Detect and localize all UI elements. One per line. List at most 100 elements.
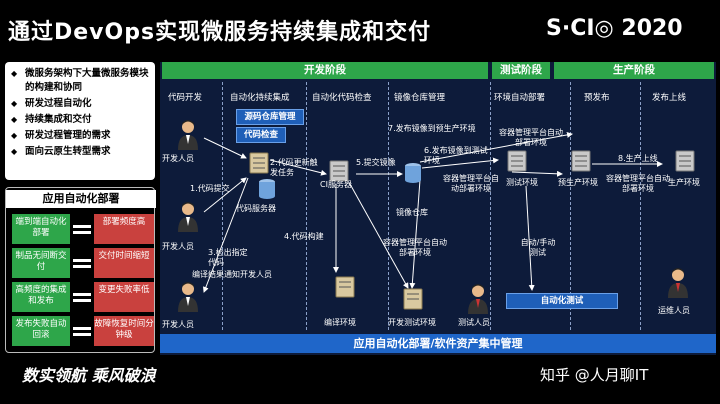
developer-icon [178, 202, 198, 232]
page-title: 通过DevOps实现微服务持续集成和交付 [8, 20, 432, 45]
result-box: 变更失败率低 [94, 282, 154, 312]
prod-env-icon [675, 150, 695, 172]
step-label: 2.代码更新触发任务 [270, 158, 318, 177]
auto-test-tag: 自动化测试 [506, 293, 618, 309]
code-server-label: 代码服务器 [236, 204, 276, 213]
ci-server-icon [329, 160, 349, 182]
devops-flow-diagram: 开发阶段 测试阶段 生产阶段 代码开发 自动化持续集成 自动化代码检查 镜像仓库… [160, 62, 716, 355]
step-label: 8.生产上线 [618, 154, 658, 163]
flow-arrows [203, 131, 663, 293]
diamond-icon: ◆ [11, 115, 18, 124]
ops-icon [668, 268, 688, 298]
ci-server-label: CI服务器 [320, 180, 352, 189]
developer-label: 开发人员 [162, 320, 194, 329]
bullet-item: ◆面向云原生转型需求 [11, 146, 111, 157]
step-label: 编译结果通知开发人员 [192, 270, 272, 279]
benefit-row: 端到端自动化部署 部署频度高 [12, 214, 154, 244]
bullet-item: ◆研发过程管理的需求 [11, 130, 111, 141]
divider [388, 82, 389, 330]
requirements-panel: ◆微服务架构下大量微服务模块的构建和协同 ◆研发过程自动化 ◆持续集成和交付 ◆… [5, 62, 155, 180]
source-watermark: 知乎 @人月聊IT [540, 366, 649, 384]
divider [640, 82, 641, 330]
ops-label: 运维人员 [658, 306, 690, 315]
diamond-icon: ◆ [11, 147, 18, 156]
column-label: 环境自动部署 [494, 93, 546, 103]
bullet-item: ◆微服务架构下大量微服务模块的构建和协同 [11, 68, 149, 93]
asset-management-bar: 应用自动化部署/软件资产集中管理 [160, 334, 716, 353]
test-env-icon [507, 150, 527, 172]
equals-icon [73, 333, 91, 336]
column-label: 发布上线 [652, 93, 687, 103]
divider [222, 82, 223, 330]
source-repo-tag: 源码仓库管理 [236, 109, 304, 125]
step-label: 3.检出指定代码 [208, 248, 248, 267]
divider [490, 82, 491, 330]
tester-label: 测试人员 [458, 318, 490, 327]
pre-env-label: 预生产环境 [558, 178, 598, 187]
benefit-row: 高频度的集成和发布 变更失败率低 [12, 282, 154, 312]
platform-label: 容器管理平台自动部署环境 [606, 174, 670, 193]
benefit-row: 发布失败自动回滚 故障恢复时间分钟级 [12, 316, 154, 346]
bullet-item: ◆持续集成和交付 [11, 114, 92, 125]
divider [306, 82, 307, 330]
slogan: 数实领航 乘风破浪 [22, 366, 156, 385]
tester-icon [468, 284, 488, 314]
auto-deploy-title: 应用自动化部署 [6, 190, 156, 208]
equals-icon [73, 231, 91, 234]
column-label: 自动化持续集成 [230, 93, 290, 103]
database-icon [259, 179, 275, 199]
step-label: 4.代码构建 [284, 232, 324, 241]
compile-env-label: 编译环境 [324, 318, 356, 327]
test-env-label: 测试环境 [506, 178, 538, 187]
developer-label: 开发人员 [162, 154, 194, 163]
result-box: 故障恢复时间分钟级 [94, 316, 154, 346]
platform-label: 容器管理平台自动部署环境 [443, 174, 499, 193]
dev-test-env-label: 开发测试环境 [388, 318, 436, 327]
column-label: 预发布 [584, 93, 610, 103]
phase-test: 测试阶段 [492, 62, 550, 79]
mirror-repo-icon [405, 163, 421, 183]
capability-box: 高频度的集成和发布 [12, 282, 70, 312]
mirror-repo-label: 镜像仓库 [396, 208, 428, 217]
header: 通过DevOps实现微服务持续集成和交付 S·CI◎ 2020 [0, 0, 720, 58]
dev-test-env-icon [403, 288, 423, 310]
step-label: 7.发布镜像到预生产环境 [388, 124, 476, 133]
auto-deploy-panel: 应用自动化部署 端到端自动化部署 部署频度高 制品无间断交付 交付时间缩短 高频… [5, 187, 156, 353]
compile-env-icon [335, 276, 355, 298]
step-label: 5.提交镜像 [356, 158, 396, 167]
capability-box: 端到端自动化部署 [12, 214, 70, 244]
result-box: 交付时间缩短 [94, 248, 154, 278]
diamond-icon: ◆ [11, 69, 18, 78]
benefit-row: 制品无间断交付 交付时间缩短 [12, 248, 154, 278]
bullet-item: ◆研发过程自动化 [11, 98, 92, 109]
phase-prod: 生产阶段 [554, 62, 714, 79]
equals-icon [73, 299, 91, 302]
platform-label: 容器管理平台自动部署环境 [499, 128, 563, 147]
developer-label: 开发人员 [162, 242, 194, 251]
equals-icon [73, 293, 91, 296]
column-label: 镜像仓库管理 [394, 93, 446, 103]
platform-label: 容器管理平台自动部署环境 [383, 238, 447, 257]
equals-icon [73, 327, 91, 330]
server-icon [249, 152, 269, 174]
diamond-icon: ◆ [11, 99, 18, 108]
capability-box: 制品无间断交付 [12, 248, 70, 278]
equals-icon [73, 265, 91, 268]
developer-icon [178, 282, 198, 312]
step-label: 1.代码提交 [190, 184, 230, 193]
manual-test-label: 自动/手动测试 [520, 238, 556, 257]
pre-env-icon [571, 150, 591, 172]
result-box: 部署频度高 [94, 214, 154, 244]
phase-dev: 开发阶段 [162, 62, 488, 79]
equals-icon [73, 259, 91, 262]
diamond-icon: ◆ [11, 131, 18, 140]
code-check-tag: 代码检查 [236, 127, 286, 143]
brand-logo: S·CI◎ 2020 [546, 16, 683, 41]
step-label: 6.发布镜像到测试环境 [424, 146, 488, 165]
equals-icon [73, 225, 91, 228]
developer-icon [178, 120, 198, 150]
prod-env-label: 生产环境 [668, 178, 700, 187]
capability-box: 发布失败自动回滚 [12, 316, 70, 346]
column-label: 自动化代码检查 [312, 93, 372, 103]
divider [570, 82, 571, 330]
